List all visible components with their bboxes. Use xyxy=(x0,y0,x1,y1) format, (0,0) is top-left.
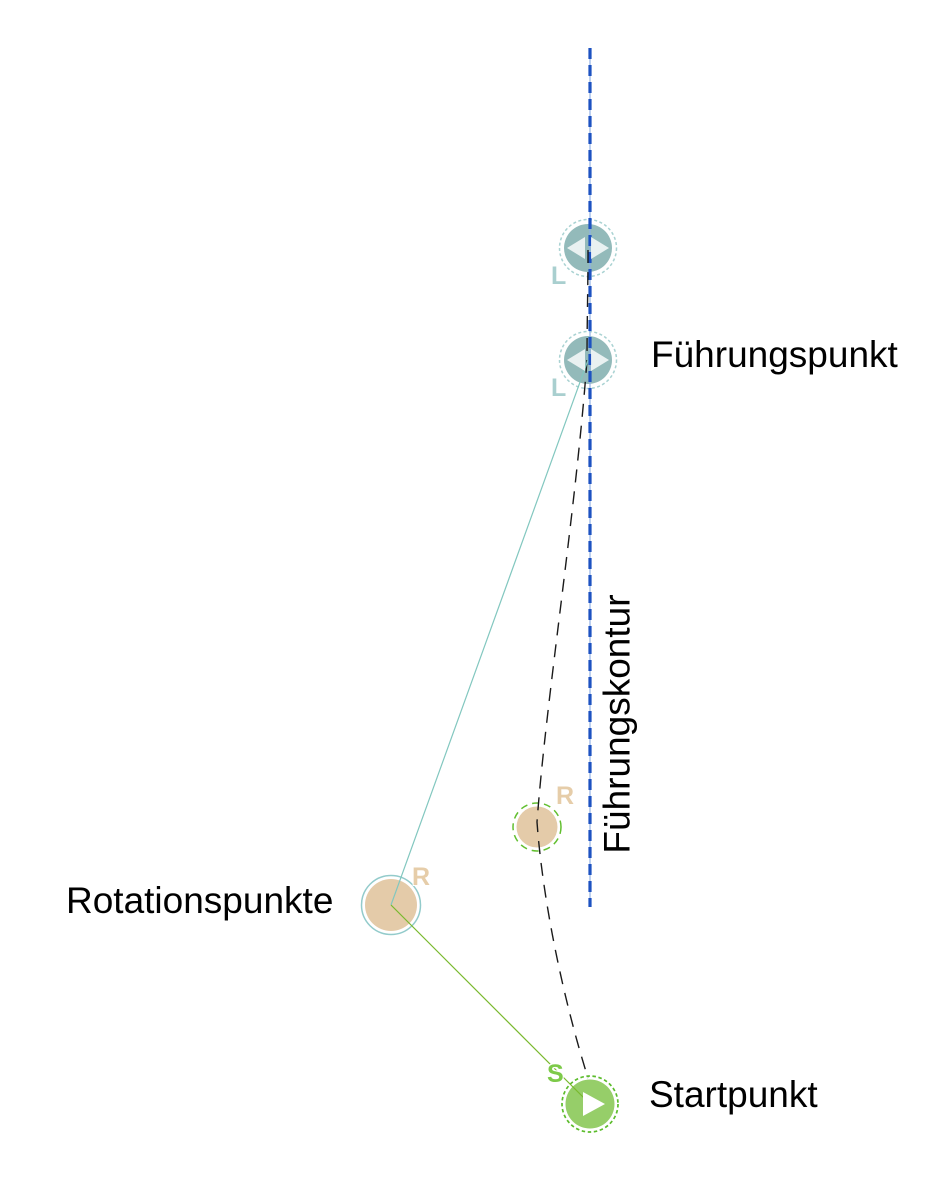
move-horizontal-icon xyxy=(567,237,609,259)
play-icon xyxy=(583,1092,605,1116)
rotation-point-lower-ring xyxy=(360,874,422,936)
start-point-ring xyxy=(561,1075,619,1133)
rotation-to-start-connector xyxy=(390,904,591,1105)
wire-path-dashed-curve xyxy=(536,249,589,1079)
rotation-point-upper-ring xyxy=(512,802,562,852)
guide-point-letter-upper: L xyxy=(551,262,567,290)
move-horizontal-icon xyxy=(567,349,609,371)
label-fuehrungskontur: Führungskontur xyxy=(596,594,638,854)
rotation-point-letter-lower: R xyxy=(412,863,431,891)
guide-point-letter-lower: L xyxy=(551,374,567,402)
label-startpunkt: Startpunkt xyxy=(649,1074,818,1115)
guide-marker-lower-ring xyxy=(558,330,618,390)
start-point-letter: S xyxy=(547,1060,564,1088)
guide-marker-upper-fill xyxy=(564,224,612,272)
rotation-point-letter-upper: R xyxy=(556,782,575,810)
guide-to-rotation-connector xyxy=(390,359,589,906)
label-fuehrungspunkt: Führungspunkt xyxy=(651,334,898,375)
label-rotationspunkte: Rotationspunkte xyxy=(66,880,334,921)
